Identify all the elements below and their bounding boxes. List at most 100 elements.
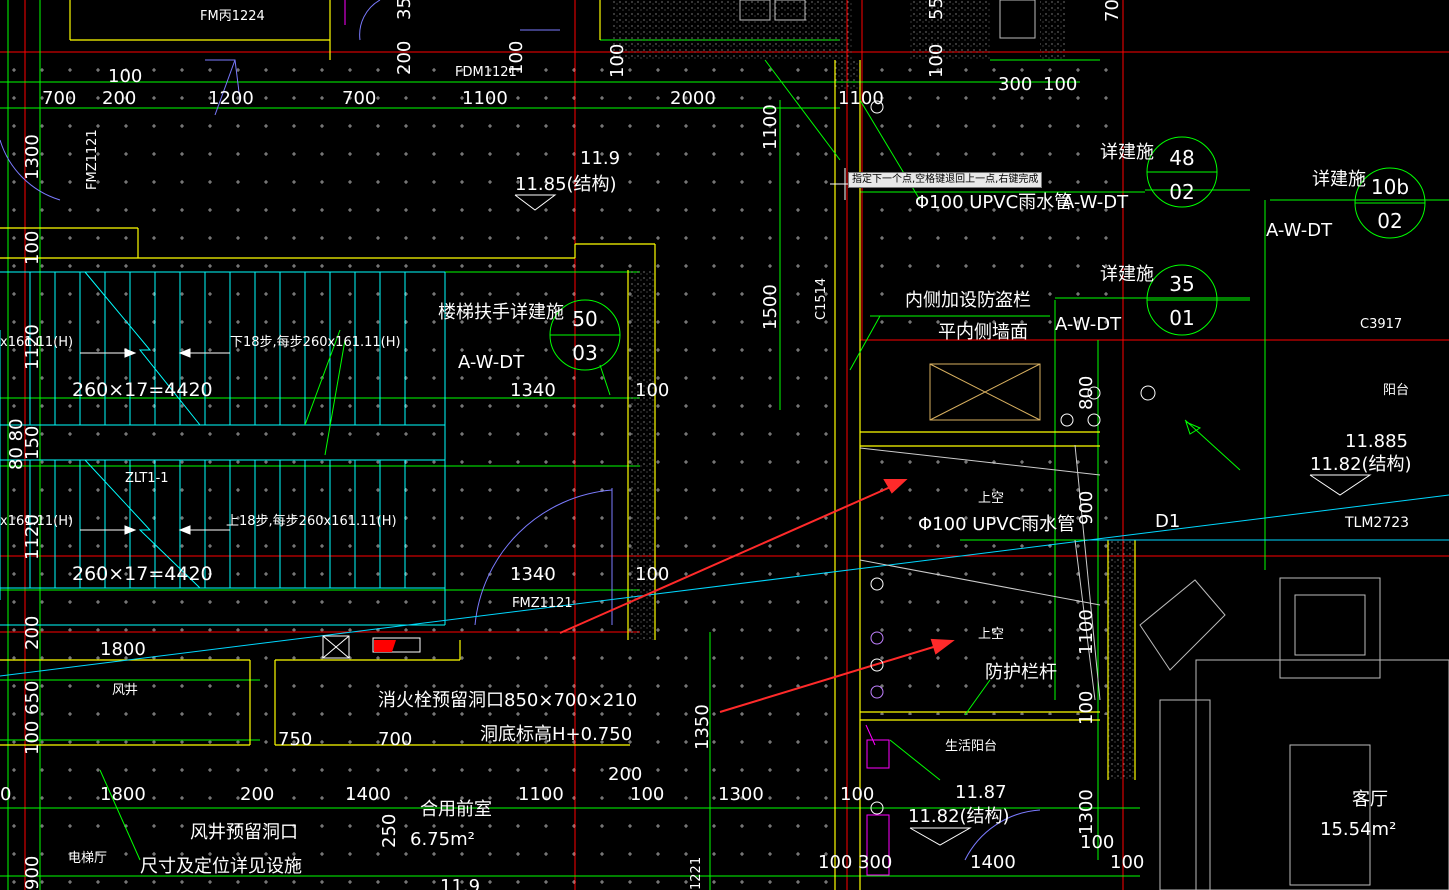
dim-v-8080: 80 80: [6, 418, 27, 470]
dim-v-1120a: 1120: [22, 324, 43, 370]
dim-v-1120b: 1120: [22, 514, 43, 560]
dim-v-1300r: 1300: [1076, 789, 1097, 835]
dim-v-800: 800: [1076, 376, 1097, 410]
elev-top-struct: 11.85(结构): [515, 174, 617, 195]
label-xjs3: 详建施: [1100, 264, 1154, 285]
stair-arrows: [80, 348, 230, 535]
label-fm-top: FM丙1224: [200, 9, 265, 24]
dim-100a: 100: [635, 380, 669, 401]
dim-v-250: 250: [379, 814, 400, 848]
label-guard: 防护栏杆: [985, 662, 1057, 683]
label-elevator: 电梯厅: [68, 851, 107, 866]
dim-top-300: 300: [998, 74, 1032, 95]
callout-50-top: 50: [572, 307, 597, 331]
dim-bot-1800: 1800: [100, 784, 146, 805]
drawn-lines: [0, 494, 1449, 677]
dim-bot-100e: 100: [1110, 852, 1144, 873]
dim-v-150: 150: [22, 426, 43, 460]
label-hall: 合用前室: [420, 799, 492, 820]
label-zlt: ZLT1-1: [125, 471, 169, 486]
label-awdt2: A-W-DT: [1062, 192, 1129, 213]
label-living: 客厅: [1352, 789, 1388, 810]
dim-v-1100r: 1100: [1076, 609, 1097, 655]
label-hall-area: 6.75m²: [410, 829, 475, 850]
dim-v-100t2: 100: [926, 44, 947, 78]
dim-750: 750: [278, 729, 312, 750]
label-fmz-mid: FMZ1121: [512, 596, 573, 611]
elev-life: 11.87: [955, 782, 1007, 803]
dim-bot-1400: 1400: [345, 784, 391, 805]
dim-top-200: 200: [102, 88, 136, 109]
label-upper-void2: 上空: [978, 627, 1004, 642]
dim-v-100t3: 100: [607, 44, 628, 78]
label-tlm: TLM2723: [1344, 515, 1409, 531]
callout-50-bottom: 03: [572, 341, 597, 365]
dim-v-1500: 1500: [760, 284, 781, 330]
dim-v-1300: 1300: [22, 134, 43, 180]
dim-top-700: 700: [42, 88, 76, 109]
label-stair-left1: x161.11(H): [0, 335, 73, 350]
label-pipe1: Φ100 UPVC雨水管: [915, 192, 1072, 213]
label-life-balcony: 生活阳台: [945, 739, 997, 754]
window-icon: [929, 363, 1041, 421]
dim-bot-300: 300: [858, 852, 892, 873]
dim-v-100t: 100: [506, 41, 527, 75]
dim-top-2000: 2000: [670, 88, 716, 109]
label-1221: 1221: [689, 857, 704, 890]
dim-bot-0: 0: [0, 784, 11, 805]
dim-top-1100: 1100: [462, 88, 508, 109]
label-stair-up1: 下18步,每步260x161.11(H): [230, 334, 401, 350]
dim-bot-100: 100: [630, 784, 664, 805]
label-c3917: C3917: [1360, 317, 1402, 332]
magenta-lines: [344, 0, 890, 876]
command-prompt-tooltip: 指定下一个点,空格键退回上一点,右键完成: [848, 172, 1043, 188]
annotation-arrows: [559, 479, 955, 713]
label-shaft-note1: 风井预留洞口: [190, 822, 298, 843]
callout-35-top: 35: [1169, 272, 1194, 296]
door-swings: [0, 0, 1041, 861]
label-awdt1: A-W-DT: [1266, 220, 1333, 241]
dim-1800a: 1800: [100, 639, 146, 660]
north-arrow-icon: [1185, 421, 1202, 435]
dim-1340b: 1340: [510, 564, 556, 585]
elev-top: 11.9: [580, 148, 620, 169]
furniture: [739, 0, 1449, 890]
elev-balcony: 11.885: [1345, 431, 1408, 452]
callout-10b-bottom: 02: [1377, 209, 1402, 233]
white-thin-lines: [859, 444, 1101, 701]
label-awdt3: A-W-DT: [1055, 314, 1122, 335]
label-awdt4: A-W-DT: [458, 352, 525, 373]
label-d1: D1: [1155, 511, 1180, 532]
dim-bot-200: 200: [240, 784, 274, 805]
wall-hatch: [612, 0, 1135, 780]
dim-v-100r: 100: [1076, 691, 1097, 725]
label-stair-left2: x161.11(H): [0, 514, 73, 529]
floor-hatch: [0, 60, 1110, 890]
dim-bot-100d: 100: [1080, 832, 1114, 853]
dim-top-100: 1100: [838, 88, 884, 109]
callout-48-bottom: 02: [1169, 180, 1194, 204]
label-stair-up2: 上18步,每步260x161.11(H): [226, 513, 397, 529]
dim-200b: 200: [608, 764, 642, 785]
dim-v-200: 200: [22, 616, 43, 650]
label-living-area: 15.54m²: [1320, 819, 1396, 840]
dim-100b: 100: [635, 564, 669, 585]
dim-bot-1300: 1300: [718, 784, 764, 805]
dim-700b: 700: [378, 729, 412, 750]
dim-v-100: 100: [22, 231, 43, 265]
label-rail-note2: 平内侧墙面: [938, 322, 1028, 343]
dim-v-200t: 200: [394, 41, 415, 75]
label-rail-note1: 内侧加设防盗栏: [905, 290, 1031, 311]
elevation-markers: [514, 194, 1372, 846]
dim-v-1350: 1350: [692, 704, 713, 750]
dim-v-55: 55: [926, 0, 947, 20]
dim-v-1100m: 1100: [760, 104, 781, 150]
label-xjs1: 详建施: [1100, 142, 1154, 163]
label-pipe2: Φ100 UPVC雨水管: [918, 514, 1075, 535]
dim-v-100b: 100: [22, 721, 43, 755]
label-upper-void1: 上空: [978, 491, 1004, 506]
dim-v-70: 70: [1102, 0, 1123, 22]
